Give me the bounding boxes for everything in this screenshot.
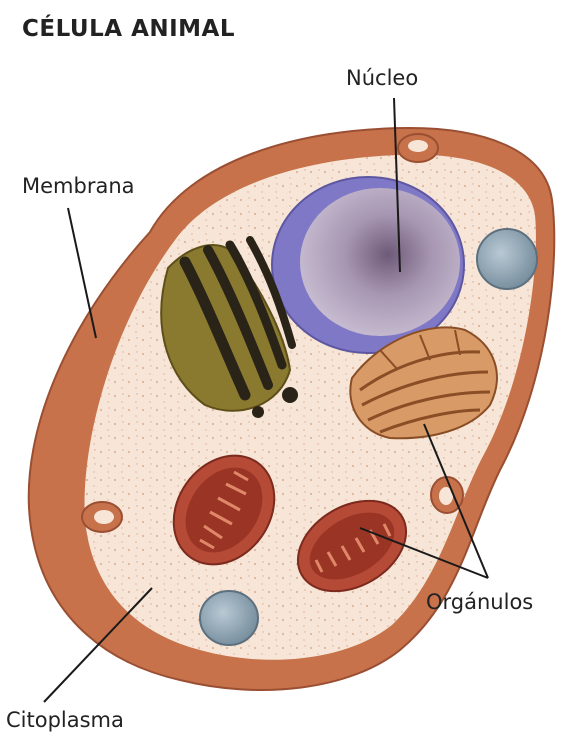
vesicle (200, 591, 258, 645)
nucleus-label: Núcleo (346, 66, 418, 90)
membrane-leader-line (68, 208, 96, 338)
vesicle (477, 229, 537, 289)
nucleus (300, 188, 460, 336)
organelles-label: Orgánulos (426, 590, 533, 614)
membrane-label: Membrana (22, 174, 135, 198)
cytoplasm-label: Citoplasma (6, 708, 124, 732)
